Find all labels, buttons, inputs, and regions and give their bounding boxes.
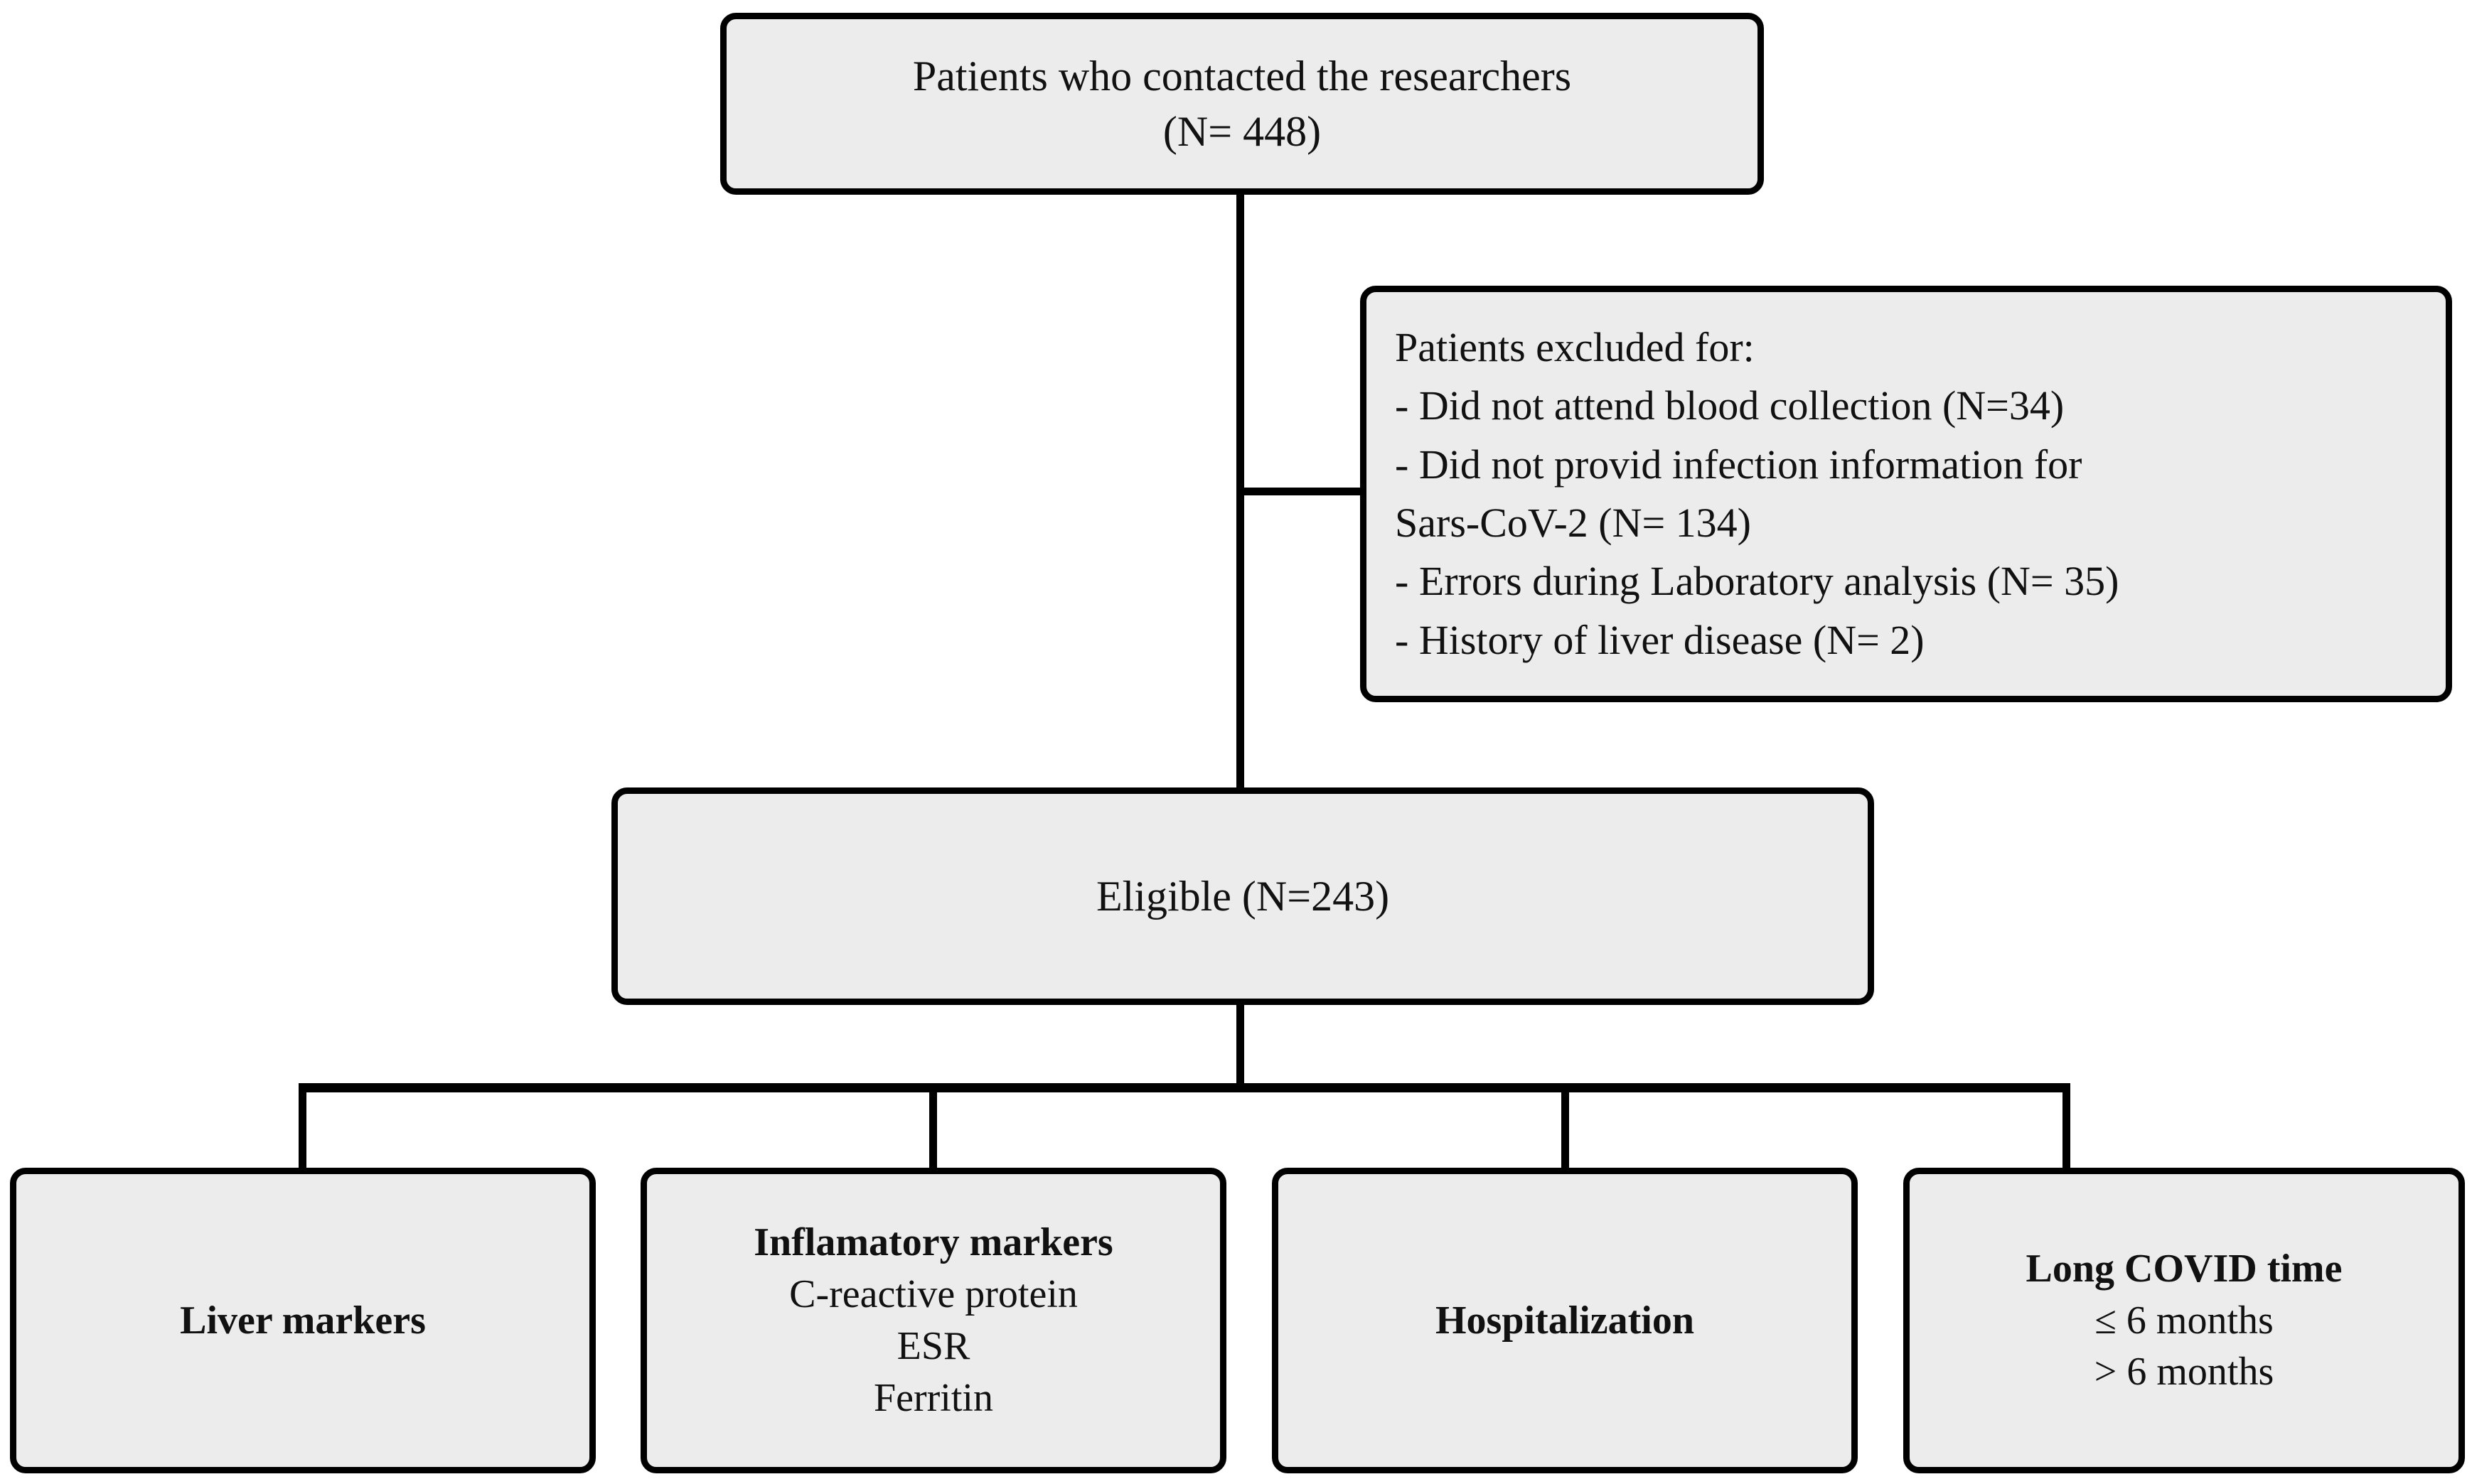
connector-branch-to-excluded [1236, 488, 1366, 495]
node-liver-markers: Liver markers [10, 1168, 596, 1473]
node-hospitalization: Hospitalization [1272, 1168, 1858, 1473]
node-excluded-heading: Patients excluded for: [1395, 323, 1755, 370]
node-excluded-item-1: - Did not attend blood collection (N=34) [1395, 382, 2065, 429]
connector-eligible-to-bar [1236, 1001, 1244, 1090]
connector-drop-liver-markers [299, 1083, 306, 1172]
node-excluded-item-3: - Errors during Laboratory analysis (N= … [1395, 558, 2119, 605]
node-liver-markers-title: Liver markers [180, 1298, 426, 1343]
node-inflammatory-markers: Inflamatory markers C-reactive protein E… [641, 1168, 1226, 1473]
node-eligible: Eligible (N=243) [611, 787, 1874, 1005]
node-patients-excluded: Patients excluded for: - Did not attend … [1360, 286, 2452, 702]
node-excluded-item-2-part-2: Sars-CoV-2 (N= 134) [1395, 500, 1751, 546]
connector-drop-long-covid [2062, 1083, 2070, 1172]
node-patients-contacted: Patients who contacted the researchers (… [720, 13, 1764, 195]
node-long-covid-time-title: Long COVID time [2026, 1246, 2343, 1291]
node-contacted-line-2: (N= 448) [1162, 108, 1322, 155]
node-long-covid-time: Long COVID time ≤ 6 months > 6 months [1903, 1168, 2465, 1473]
node-long-covid-time-item-1: ≤ 6 months [2094, 1298, 2274, 1343]
node-eligible-label: Eligible (N=243) [1096, 873, 1390, 920]
node-inflammatory-markers-title: Inflamatory markers [754, 1220, 1113, 1265]
connector-distribution-bar [299, 1083, 2070, 1092]
connector-drop-inflammatory [929, 1083, 937, 1172]
node-excluded-item-4: - History of liver disease (N= 2) [1395, 616, 1925, 663]
node-contacted-line-1: Patients who contacted the researchers [912, 53, 1572, 100]
connector-drop-hospitalization [1561, 1083, 1569, 1172]
node-hospitalization-title: Hospitalization [1435, 1298, 1695, 1343]
node-excluded-item-2-part-1: - Did not provid infection information f… [1395, 441, 2082, 488]
node-inflammatory-markers-item-3: Ferritin [874, 1375, 993, 1420]
node-long-covid-time-item-2: > 6 months [2094, 1350, 2274, 1394]
node-inflammatory-markers-item-1: C-reactive protein [789, 1272, 1078, 1317]
node-inflammatory-markers-item-2: ESR [897, 1324, 970, 1368]
